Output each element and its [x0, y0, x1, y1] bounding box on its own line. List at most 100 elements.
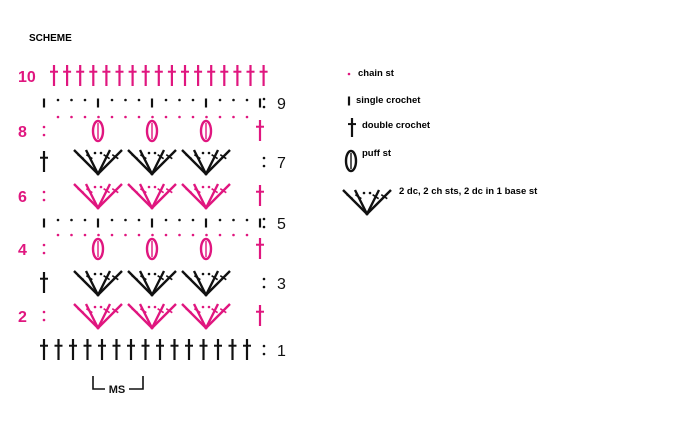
single-crochet-icon	[204, 218, 208, 228]
double-crochet-icon	[156, 339, 164, 360]
chain-st-icon	[262, 97, 266, 101]
chain-st-icon	[151, 115, 154, 119]
chain-st-icon	[56, 233, 60, 237]
double-crochet-icon	[220, 65, 229, 86]
chain-st-icon	[178, 115, 181, 119]
shell-st-icon	[127, 183, 177, 210]
chain-st-icon	[245, 98, 249, 102]
chain-st-icon	[262, 344, 266, 348]
chain-st-icon	[110, 115, 114, 119]
row-10	[50, 65, 268, 86]
puff-st-icon	[91, 119, 105, 143]
chain-st-icon	[42, 251, 46, 255]
row-9	[42, 98, 262, 108]
double-crochet-icon	[50, 65, 58, 86]
puff-st-icon	[344, 149, 358, 173]
chain-st-icon	[42, 243, 46, 247]
chain-st-icon	[178, 233, 181, 237]
row-7	[40, 149, 231, 176]
chain-st-icon	[201, 151, 205, 155]
chain-st-icon	[178, 98, 181, 102]
chain-st-icon	[362, 191, 366, 195]
double-crochet-icon	[256, 120, 264, 141]
chain-st-icon	[70, 233, 73, 237]
double-crochet-icon	[69, 339, 77, 360]
chain-st-icon	[147, 305, 151, 309]
chain-st-icon	[110, 218, 114, 222]
chain-st-icon	[218, 218, 222, 222]
double-crochet-icon	[98, 339, 106, 360]
chain-st-icon	[137, 233, 141, 237]
single-crochet-icon	[258, 98, 262, 108]
row-number-2: 2	[18, 309, 27, 326]
double-crochet-icon	[246, 65, 255, 86]
chain-st-icon	[56, 98, 60, 102]
chain-st-icon	[245, 218, 249, 222]
chain-st-icon	[147, 185, 151, 189]
chain-st-icon	[151, 233, 154, 237]
legend-label-shell-st: 2 dc, 2 ch sts, 2 dc in 1 base st	[399, 186, 538, 197]
chain-st-icon	[124, 218, 127, 222]
double-crochet-icon	[40, 339, 48, 360]
shell-st-icon	[73, 149, 123, 176]
chain-st-icon	[164, 98, 168, 102]
double-crochet-icon	[170, 339, 179, 360]
row-4	[56, 233, 264, 261]
legend-label-single-crochet: single crochet	[356, 95, 421, 106]
puff-st-icon	[199, 119, 213, 143]
single-crochet-icon	[258, 218, 262, 228]
row-number-9: 9	[277, 96, 286, 113]
chain-st-icon	[70, 218, 73, 222]
chain-st-icon	[93, 151, 97, 155]
chain-st-icon	[137, 218, 141, 222]
row-8	[56, 115, 264, 143]
chain-st-icon	[262, 285, 266, 289]
double-crochet-icon	[54, 339, 63, 360]
chain-st-icon	[110, 98, 114, 102]
double-crochet-icon	[243, 339, 251, 360]
chain-st-icon	[218, 115, 222, 119]
chain-st-icon	[93, 185, 97, 189]
double-crochet-icon	[115, 65, 124, 86]
shell-st-icon	[181, 183, 231, 210]
double-crochet-icon	[63, 65, 72, 86]
double-crochet-icon	[128, 65, 137, 86]
repeat-label: MS	[109, 384, 126, 396]
chain-st-icon	[42, 190, 46, 194]
chain-st-icon	[147, 151, 151, 155]
single-crochet-icon	[42, 218, 46, 228]
chain-st-icon	[97, 115, 100, 119]
row-number-1: 1	[277, 343, 286, 360]
double-crochet-icon	[256, 238, 264, 259]
row-number-6: 6	[18, 189, 27, 206]
shell-st-icon	[181, 270, 231, 297]
chain-st-icon	[153, 272, 157, 276]
chain-st-icon	[368, 191, 372, 195]
chain-st-icon	[232, 115, 235, 119]
chain-st-icon	[42, 125, 46, 129]
double-crochet-icon	[76, 65, 85, 86]
double-crochet-icon	[127, 339, 135, 360]
chain-st-icon	[245, 233, 249, 237]
chain-st-icon	[110, 233, 114, 237]
chain-st-icon	[42, 198, 46, 202]
chain-st-icon	[207, 272, 211, 276]
chain-st-icon	[218, 233, 222, 237]
chain-st-icon	[262, 164, 266, 168]
row-6	[73, 183, 264, 210]
single-crochet-icon	[347, 96, 351, 106]
double-crochet-icon	[228, 339, 237, 360]
chain-st-icon	[147, 272, 151, 276]
chain-st-icon	[201, 272, 205, 276]
shell-st-icon	[127, 270, 177, 297]
chain-st-icon	[42, 318, 46, 322]
chart-title: SCHEME	[29, 33, 72, 44]
chain-st-icon	[262, 277, 266, 281]
chain-st-icon	[164, 218, 168, 222]
chain-st-icon	[137, 98, 141, 102]
chain-st-icon	[262, 352, 266, 356]
chain-st-icon	[56, 115, 60, 119]
double-crochet-icon	[40, 151, 48, 172]
double-crochet-icon	[154, 65, 163, 86]
